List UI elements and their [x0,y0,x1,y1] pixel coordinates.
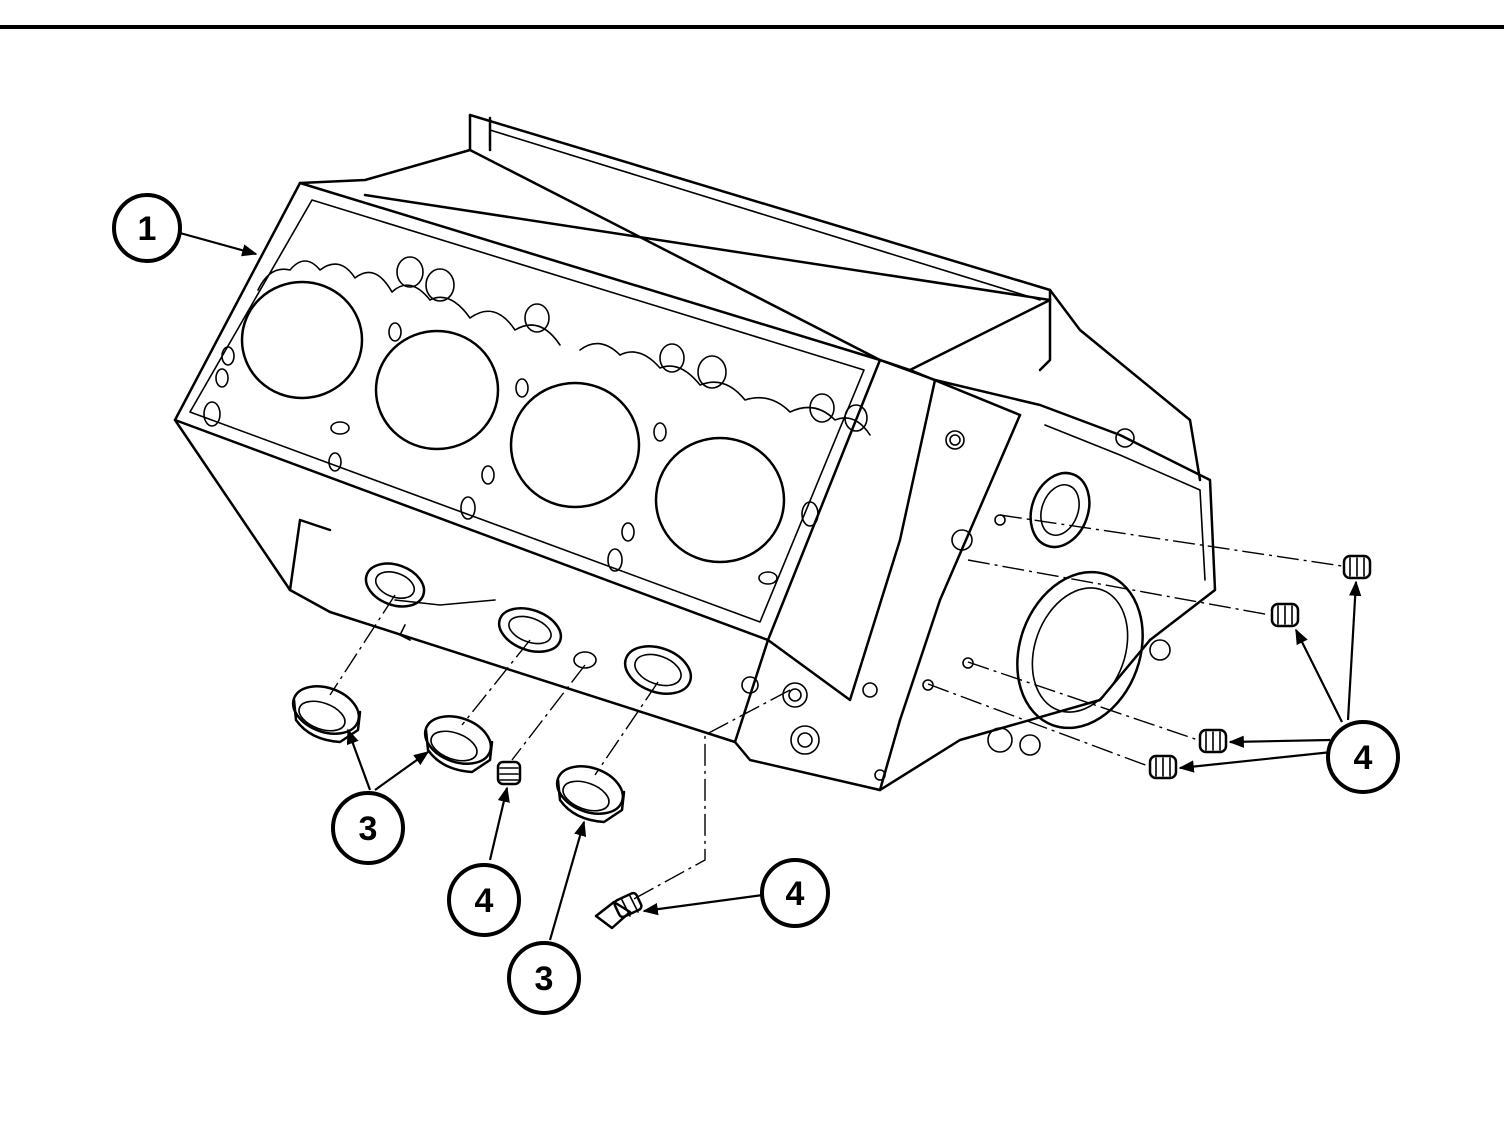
callout-3-left-label: 3 [359,810,378,848]
pipe-plug-rear-2 [1270,602,1300,628]
pipe-plug-side [496,760,522,786]
cylinder-bore-2 [374,329,500,451]
pipe-plug-rear-1 [1342,554,1372,580]
leader-4c-2 [1295,628,1343,723]
freeze-plug-bores [364,562,693,695]
pipe-plug-rear-3 [1198,728,1228,754]
pipe-plug-front [594,891,643,930]
callout-4-side-label: 4 [475,882,494,920]
expansion-plug-c [555,765,626,824]
callout-3-right: 3 [507,941,581,1015]
expansion-plugs [291,685,626,824]
leader-3b [548,820,587,941]
leader-4a [488,786,510,861]
leader-lines [179,231,1362,941]
cylinder-bore-3 [509,381,641,509]
callout-4-front: 4 [760,858,830,928]
callout-3-left: 3 [331,791,405,865]
leader-4b [642,893,764,916]
callout-1-label: 1 [138,210,157,248]
leader-3a-1 [346,728,372,791]
pipe-plugs [496,554,1372,930]
engine-block [173,113,1217,792]
callout-4-rear-label: 4 [1354,739,1373,777]
leader-4c-3 [1228,735,1331,748]
alignment-lines [329,514,1343,901]
cylinder-bore-1 [240,280,364,400]
callout-3-right-label: 3 [535,960,554,998]
callout-4-side: 4 [447,863,521,937]
callout-1: 1 [112,193,182,263]
cylinder-bore-4 [654,436,786,564]
leader-3a-2 [374,751,430,791]
callout-4-front-label: 4 [786,875,805,913]
pipe-plug-rear-4 [1148,754,1178,780]
leader-4c-4 [1178,750,1333,773]
expansion-plug-b [423,715,494,774]
leader-4c-1 [1346,580,1362,721]
expansion-plug-a [291,685,362,744]
callout-4-rear: 4 [1326,720,1400,794]
cylinder-bores [203,256,871,585]
leader-1 [179,231,258,257]
